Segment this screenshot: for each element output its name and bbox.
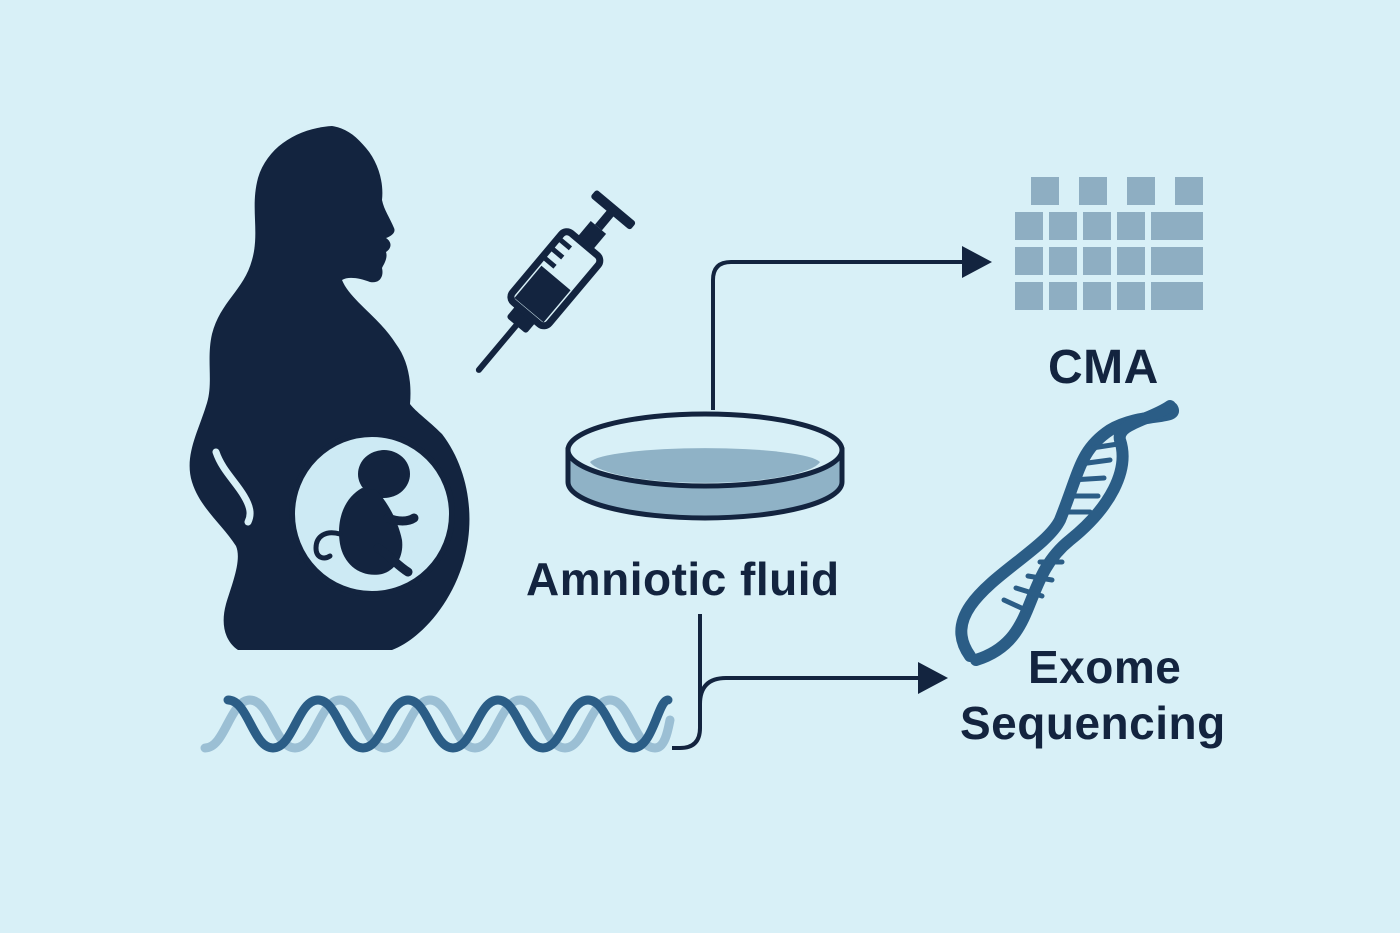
exome-label: Exome [1028,641,1182,693]
dna-helix-icon [955,400,1180,666]
fetus-icon [313,450,419,577]
amniotic-fluid-label: Amniotic fluid [526,553,840,605]
arrow-to-cma [711,246,992,410]
cma-label: CMA [1048,341,1159,394]
microarray-grid-icon [1015,177,1203,310]
arrow-to-exome [672,614,948,750]
dna-strand-icon [200,695,675,753]
petri-dish-icon [565,411,845,521]
syringe-icon [475,190,636,373]
sequencing-label: Sequencing [960,697,1226,749]
